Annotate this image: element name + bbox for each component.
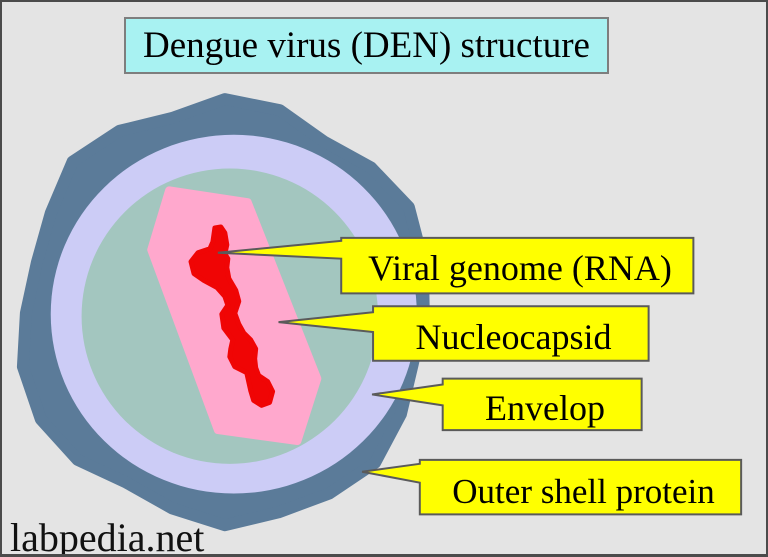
callout-pointer-outer-shell [361, 458, 743, 516]
rna-genome-squiggle [188, 224, 276, 408]
callout-pointer-nucleocapsid [278, 305, 650, 362]
callout-pointer-viral-genome [217, 236, 695, 295]
diagram-title-text: Dengue virus (DEN) structure [143, 25, 590, 66]
watermark-text: labpedia.net [10, 515, 205, 557]
diagram-title: Dengue virus (DEN) structure [124, 17, 609, 74]
callout-pointer-envelop [371, 377, 643, 432]
watermark: labpedia.net [10, 514, 205, 557]
